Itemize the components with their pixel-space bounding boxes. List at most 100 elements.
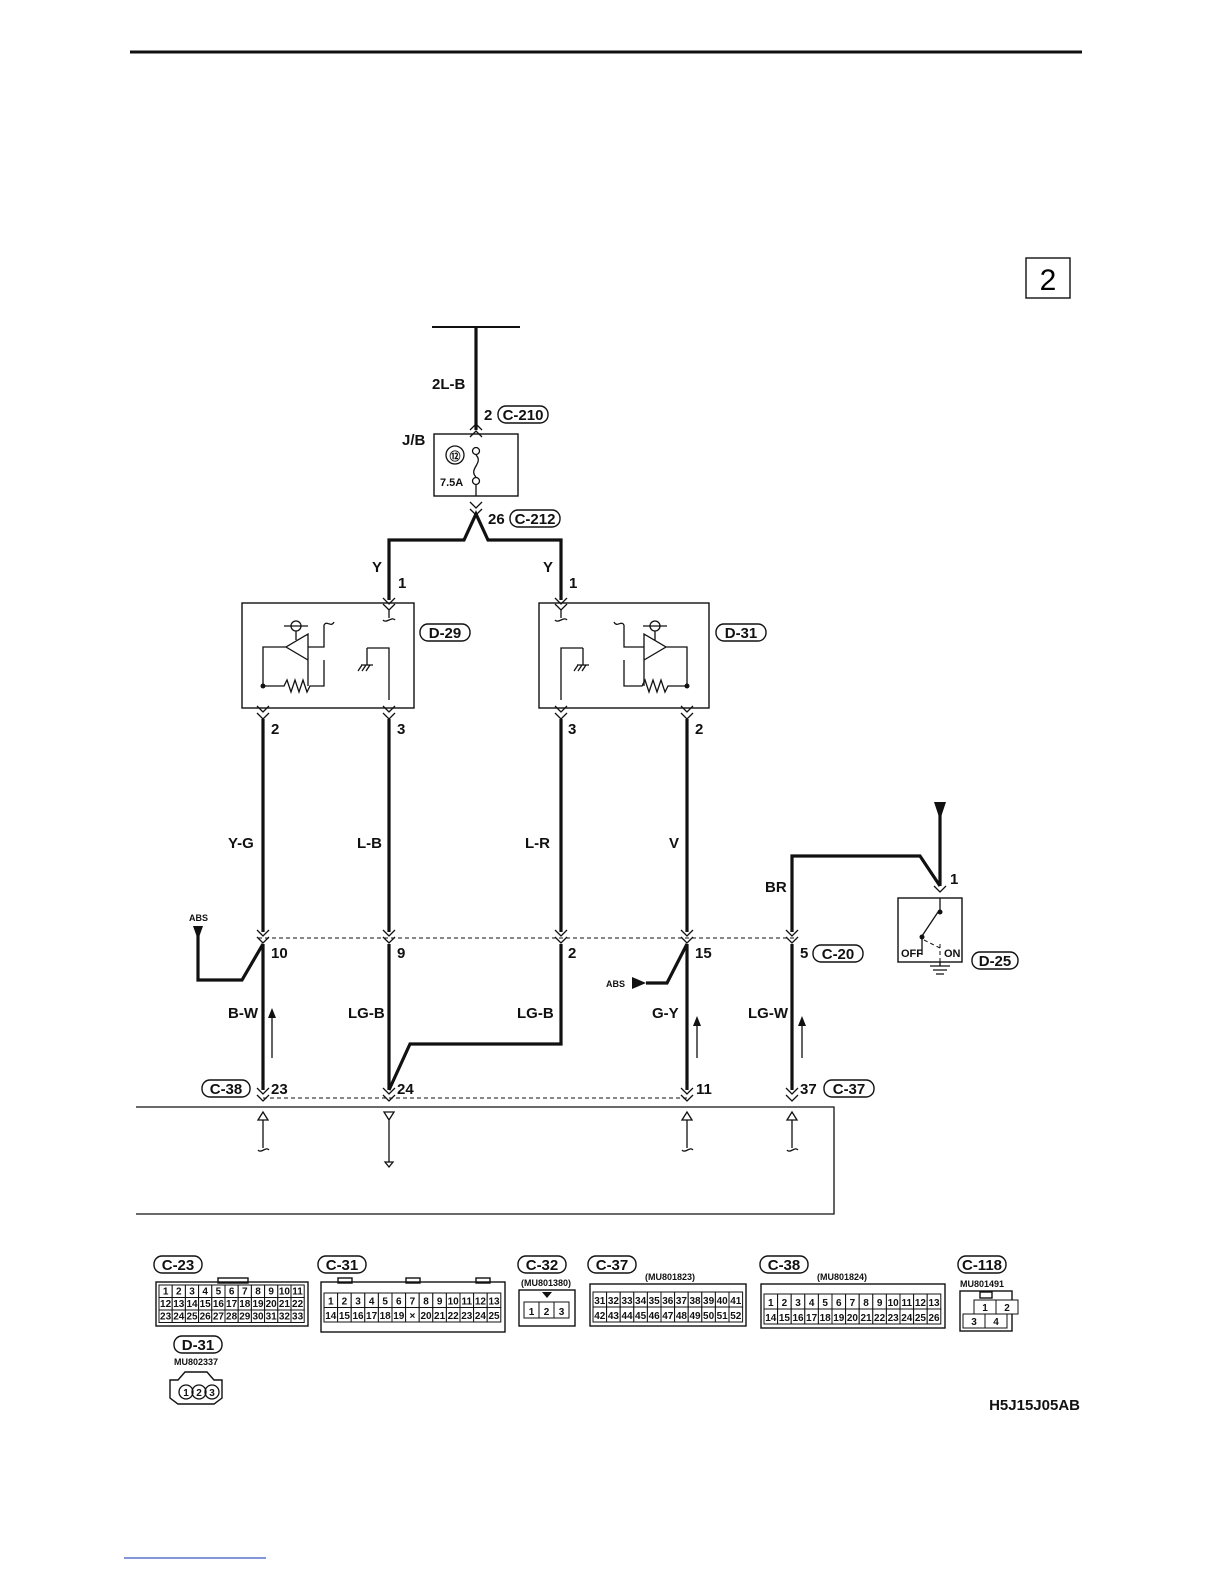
connector-pin-label: 10 — [448, 1297, 460, 1308]
connector-pin-label: 10 — [279, 1287, 291, 1298]
connector-pin-label: 4 — [369, 1297, 375, 1308]
connector-pin-label: 5 — [216, 1287, 222, 1298]
c32-key — [542, 1292, 552, 1298]
wire-br — [790, 854, 942, 932]
connector-pin-label: 2 — [782, 1298, 788, 1309]
pin-c38-24: 24 — [397, 1081, 414, 1098]
connector-pin-label: 22 — [292, 1299, 304, 1310]
pin-d31-2: 2 — [695, 721, 703, 738]
d31v-pin-2-label: 2 — [196, 1388, 202, 1399]
connector-pin-label: 22 — [448, 1311, 460, 1322]
connector-view-tag-c23 — [153, 1255, 203, 1274]
pin-d25-1: 1 — [950, 871, 958, 888]
connector-pin-label: 1 — [982, 1303, 988, 1314]
connector-view-tag-c37 — [587, 1255, 637, 1274]
connector-pin-label: 37 — [676, 1296, 688, 1307]
pin-c20-2: 2 — [568, 945, 576, 962]
connector-pin-label: 7 — [242, 1287, 248, 1298]
connector-pin-label: 38 — [689, 1296, 701, 1307]
connector-pin-label: 34 — [635, 1296, 647, 1307]
d25-contact-pivot — [919, 934, 925, 940]
connector-pin-label: 9 — [437, 1297, 443, 1308]
wire-lgb-right — [387, 944, 563, 1091]
connector-pin-label: 14 — [186, 1299, 198, 1310]
connector-pin-label: 16 — [213, 1299, 225, 1310]
figure-code: H5J15J05AB — [989, 1397, 1080, 1414]
connector-pin-label: 12 — [915, 1298, 927, 1309]
connector-pin-label: 20 — [847, 1313, 859, 1324]
wire-label-2lb: 2L-B — [432, 376, 466, 393]
abs-left-arrow — [193, 926, 203, 940]
connector-pin-label: 17 — [806, 1313, 818, 1324]
c31-key-right — [475, 1277, 491, 1284]
connector-pin-label: 25 — [915, 1313, 927, 1324]
connector-tag-c20 — [812, 944, 864, 963]
d31v-pin-2 — [191, 1384, 207, 1400]
connector-pin-label: 24 — [173, 1312, 185, 1323]
connector-view-tag-d31 — [173, 1335, 223, 1354]
fuse-terminal-bottom — [471, 476, 481, 486]
connector-view-c32 — [518, 1289, 576, 1327]
wire-y-split — [387, 510, 563, 600]
connector-cell — [486, 1307, 502, 1323]
wire-label-v: V — [669, 835, 679, 852]
connector-view-label-c32: C-32 — [526, 1257, 559, 1274]
connector-tag-c37 — [823, 1079, 875, 1098]
connector-view-c23 — [155, 1281, 309, 1327]
connector-pin-label: 22 — [874, 1313, 886, 1324]
connector-pin-label: 49 — [689, 1311, 701, 1322]
connector-cell — [926, 1308, 942, 1325]
connector-pin-label: 5 — [822, 1298, 828, 1309]
pin-c20-10: 10 — [271, 945, 288, 962]
abs-left-label: ABS — [189, 913, 208, 923]
d31-amplifier — [613, 621, 688, 686]
fuse-element — [473, 454, 479, 478]
connector-view-label-c23: C-23 — [162, 1257, 195, 1274]
connector-pin-label: 18 — [380, 1311, 392, 1322]
connector-pin-label: 4 — [809, 1298, 815, 1309]
connector-label-c210: C-210 — [503, 407, 544, 424]
connector-pin-label: 23 — [461, 1311, 473, 1322]
pin-c20-15: 15 — [695, 945, 712, 962]
d31v-pin-1 — [178, 1384, 194, 1400]
d25-ground — [930, 962, 950, 975]
connector-pin-label: 1 — [163, 1287, 169, 1298]
connector-view-d31 — [169, 1371, 223, 1405]
d31-ground — [560, 647, 589, 700]
connector-pin-label: 3 — [189, 1287, 195, 1298]
connector-pin-label: 17 — [366, 1311, 378, 1322]
abs-right-label: ABS — [606, 979, 625, 989]
fuse-terminal-top — [471, 446, 481, 456]
connector-pin-label: 5 — [382, 1297, 388, 1308]
connector-pin-label: 47 — [662, 1311, 674, 1322]
wire-label-lr: L-R — [525, 835, 550, 852]
connector-view-tag-c38 — [759, 1255, 809, 1274]
connector-pin-label: 23 — [160, 1312, 172, 1323]
connector-pin-label: 32 — [608, 1296, 620, 1307]
connector-pin-label: 1 — [768, 1298, 774, 1309]
connector-pin-label: 33 — [621, 1296, 633, 1307]
pin-d29-3: 3 — [397, 721, 405, 738]
connector-pin-label: 13 — [928, 1298, 940, 1309]
connector-pin-label: 52 — [730, 1311, 742, 1322]
junction-block-label: J/B — [402, 432, 426, 449]
c31-key-mid — [405, 1277, 421, 1284]
wire-label-br: BR — [765, 879, 787, 896]
connector-pin-label: 11 — [462, 1297, 473, 1308]
connector-view-part-c118: MU801491 — [960, 1279, 1004, 1289]
pin-c37-37: 37 — [800, 1081, 817, 1098]
connector-pin-label: 20 — [266, 1299, 278, 1310]
sensor-d29 — [241, 602, 415, 709]
connector-pin-label: 19 — [833, 1313, 845, 1324]
connector-pin-label: 3 — [355, 1297, 361, 1308]
connector-pin-label: 8 — [255, 1287, 261, 1298]
connector-view-part-c32: (MU801380) — [521, 1278, 571, 1288]
connector-pin-label: 14 — [765, 1313, 777, 1324]
connector-pin-label: 11 — [292, 1287, 303, 1298]
connector-pin-label: 44 — [621, 1311, 633, 1322]
connector-pin-label: 20 — [420, 1311, 432, 1322]
connector-pin-label: 13 — [488, 1297, 500, 1308]
connector-pin-label: 35 — [649, 1296, 661, 1307]
